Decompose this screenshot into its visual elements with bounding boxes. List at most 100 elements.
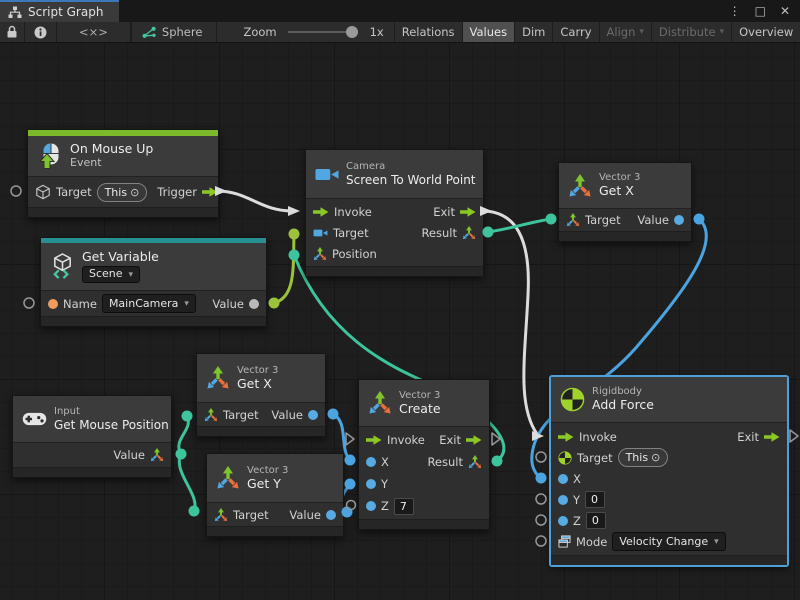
vector3-icon	[566, 213, 580, 227]
code-view-button[interactable]: <×>	[57, 22, 131, 42]
port-getx-mid-value[interactable]	[327, 408, 339, 420]
port-variable-name[interactable]	[23, 297, 35, 309]
port-row: X Result	[359, 451, 489, 473]
port-getx-top-target[interactable]	[545, 213, 557, 225]
close-icon[interactable]: ✕	[779, 4, 790, 18]
zoom-slider-handle[interactable]	[345, 26, 358, 38]
node-on-mouse-up[interactable]: On Mouse Up Event Target This ⊙ Trigger	[27, 129, 219, 218]
node-title: Get Variable	[82, 248, 159, 264]
z-port-dot[interactable]	[558, 515, 568, 526]
variable-name-dropdown[interactable]: MainCamera ▾	[101, 294, 196, 313]
dim-button[interactable]: Dim	[515, 22, 554, 42]
info-button[interactable]	[25, 22, 57, 42]
window-menu-icon[interactable]: ⋮	[728, 4, 741, 18]
port-row: Invoke Exit	[306, 201, 483, 222]
y-port-dot[interactable]	[366, 479, 376, 489]
port-onmouseup-target[interactable]	[10, 185, 22, 197]
node-header: Vector 3 Get X	[197, 354, 325, 402]
port-addforce-y[interactable]	[535, 493, 547, 505]
mode-dropdown[interactable]: Velocity Change ▾	[612, 532, 726, 551]
z-port-dot[interactable]	[366, 501, 376, 511]
port-addforce-exit[interactable]	[789, 429, 799, 443]
node-screen-to-world-point[interactable]: Camera Screen To World Point Invoke Exit…	[305, 149, 484, 277]
node-add-force[interactable]: Rigidbody Add Force Invoke Exit Target T…	[550, 376, 788, 566]
lock-button[interactable]	[0, 22, 25, 42]
value-port-dot[interactable]	[249, 298, 259, 309]
values-label: Values	[469, 25, 508, 39]
align-button[interactable]: Align ▾	[600, 22, 652, 42]
value-port-dot[interactable]	[326, 509, 336, 520]
port-row: Target Value	[197, 403, 325, 426]
port-getx-mid-target[interactable]	[181, 410, 193, 422]
port-create-exit[interactable]	[491, 432, 501, 446]
node-title: Get Y	[247, 475, 281, 491]
graph-canvas[interactable]: On Mouse Up Event Target This ⊙ Trigger	[0, 43, 800, 600]
port-addforce-z[interactable]	[535, 514, 547, 526]
x-port-dot[interactable]	[558, 473, 568, 484]
node-get-x-mid[interactable]: Vector 3 Get X Target Value	[196, 353, 326, 437]
value-label: Value	[289, 507, 321, 522]
port-create-result[interactable]	[491, 455, 503, 467]
port-create-invoke[interactable]	[345, 432, 355, 446]
node-create-vector3[interactable]: Vector 3 Create Invoke Exit X Result	[358, 379, 490, 530]
z-value-field[interactable]: 0	[585, 512, 606, 529]
tab-script-graph[interactable]: Script Graph	[0, 0, 120, 22]
port-row: Y	[359, 473, 489, 495]
name-label: Name	[63, 296, 97, 311]
port-create-z[interactable]	[345, 499, 357, 511]
y-value-field[interactable]: 0	[585, 491, 606, 508]
node-get-x-top[interactable]: Vector 3 Get X Target Value	[558, 162, 692, 242]
relations-button[interactable]: Relations	[395, 22, 463, 42]
carry-button[interactable]: Carry	[553, 22, 600, 42]
node-category: Input	[54, 406, 80, 418]
port-addforce-target[interactable]	[535, 451, 547, 463]
chevron-down-icon: ▾	[184, 298, 189, 309]
wire-mousepos-to-getx	[177, 414, 190, 456]
object-picker-icon: ⊙	[651, 451, 661, 464]
port-camera-result[interactable]	[482, 226, 494, 238]
node-body: Invoke Exit Target Result Position	[306, 198, 483, 266]
x-port-dot[interactable]	[366, 457, 376, 467]
flow-arrowhead	[288, 206, 300, 216]
port-create-x[interactable]	[344, 454, 356, 466]
y-port-dot[interactable]	[558, 494, 568, 505]
port-camera-target[interactable]	[288, 228, 300, 240]
node-title: Get Mouse Position	[54, 417, 169, 432]
value-port-dot[interactable]	[308, 409, 318, 420]
target-this-pill[interactable]: This ⊙	[96, 182, 148, 202]
value-port-dot[interactable]	[674, 215, 684, 225]
port-create-y[interactable]	[344, 478, 356, 490]
port-camera-position[interactable]	[288, 249, 300, 261]
node-get-y[interactable]: Vector 3 Get Y Target Value	[206, 453, 344, 537]
graph-breadcrumb[interactable]: Sphere	[132, 22, 218, 42]
port-addforce-mode[interactable]	[535, 535, 547, 547]
node-get-mouse-position[interactable]: Input Get Mouse Position Value	[12, 395, 172, 478]
lock-icon	[6, 25, 18, 39]
values-button[interactable]: Values	[462, 22, 516, 42]
node-body: Value	[13, 442, 171, 467]
toolbar: <×> Sphere Zoom 1x Relations Values Dim …	[0, 22, 800, 43]
z-value-field[interactable]: 7	[393, 497, 414, 515]
port-row: Position	[306, 243, 483, 264]
variable-scope-dropdown[interactable]: Scene ▾	[82, 266, 141, 284]
node-footer	[41, 316, 266, 326]
name-port-dot[interactable]	[48, 298, 58, 309]
port-variable-value[interactable]	[268, 297, 280, 309]
vector3-icon	[468, 455, 482, 469]
node-body: Target Value	[207, 502, 343, 526]
overview-button[interactable]: Overview	[732, 22, 800, 42]
wire-mousepos-to-gety	[177, 452, 197, 513]
gameobject-cube-icon	[35, 184, 51, 200]
port-gety-target[interactable]	[188, 505, 200, 517]
target-this-pill[interactable]: This ⊙	[617, 448, 669, 467]
distribute-button[interactable]: Distribute ▾	[652, 22, 733, 42]
port-row: Name MainCamera ▾ Value	[41, 291, 266, 316]
port-mouse-position-value[interactable]	[175, 448, 187, 460]
wire-camera-result-to-getx	[486, 217, 553, 234]
variable-accent-bar	[41, 238, 266, 243]
zoom-slider[interactable]	[287, 26, 358, 38]
port-getx-top-value[interactable]	[693, 213, 705, 225]
node-get-variable[interactable]: Get Variable Scene ▾ Name MainCamera ▾	[40, 237, 267, 327]
maximize-icon[interactable]: □	[754, 4, 766, 18]
port-addforce-x[interactable]	[535, 472, 547, 484]
